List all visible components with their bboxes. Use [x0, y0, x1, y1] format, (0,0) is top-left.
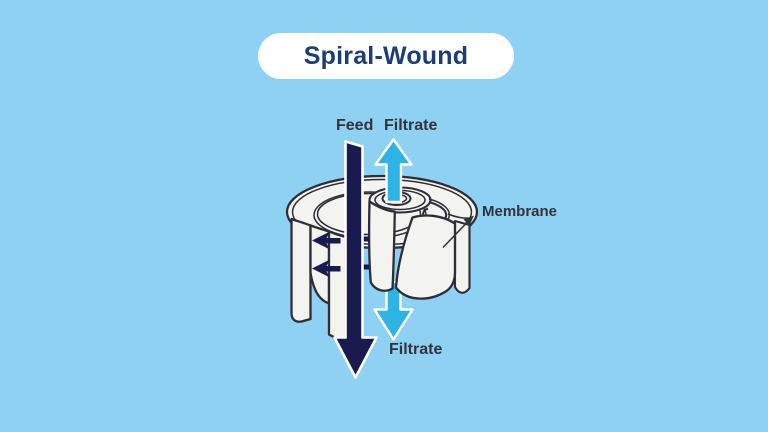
- permeate-arrow-icon-2: [312, 259, 341, 278]
- permeate-arrow-tail-2: [363, 264, 369, 270]
- permeate-arrow-tail-1: [363, 236, 369, 242]
- outer-sheet-right-band: [453, 219, 471, 294]
- outer-wrap-left-edge: [290, 217, 312, 323]
- membrane-leader-line: [442, 220, 469, 249]
- feed-arrow-icon: [333, 140, 378, 379]
- cylinder-front-left-lobe: [367, 200, 396, 292]
- permeate-arrow-icon-1: [312, 231, 341, 250]
- page-title: Spiral-Wound: [303, 41, 469, 70]
- feed-label: Feed: [336, 117, 374, 134]
- filtrate-up-arrow-icon: [374, 138, 413, 204]
- title-pill: Spiral-Wound: [258, 33, 514, 79]
- membrane-label: Membrane: [482, 203, 558, 220]
- filtrate-top-label: Filtrate: [384, 117, 438, 134]
- cylinder-front-right-lobe: [394, 214, 457, 300]
- inner-sheet-left: [327, 230, 347, 345]
- filtrate-bottom-label: Filtrate: [389, 341, 443, 358]
- membrane-leader-arrowhead-icon: [463, 215, 474, 226]
